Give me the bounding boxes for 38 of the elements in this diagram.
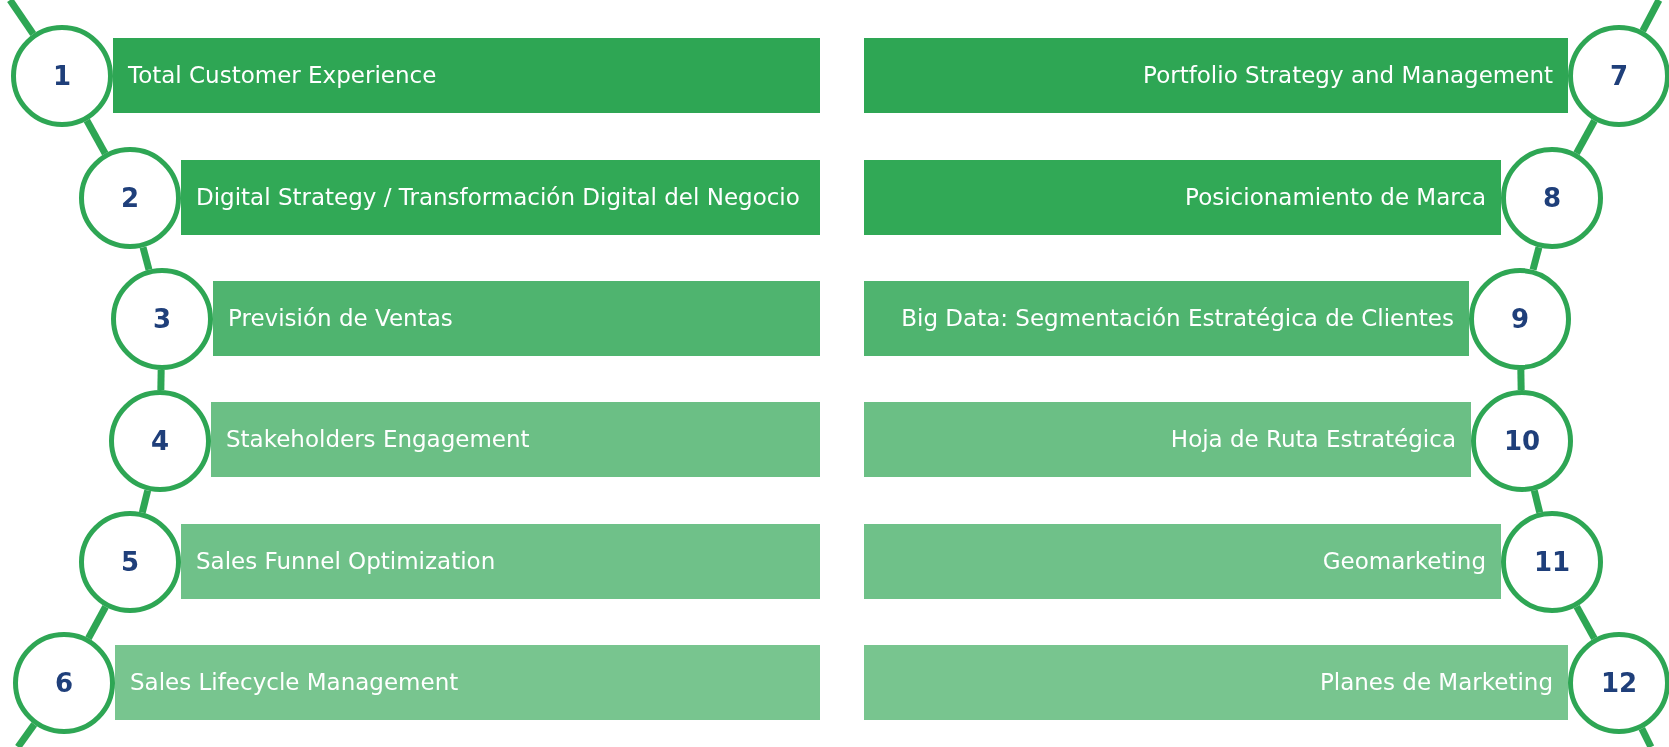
connector-line: [1573, 119, 1598, 155]
connector-line: [1639, 0, 1663, 33]
connector-line: [7, 0, 37, 36]
number-circle: 4: [109, 390, 211, 492]
connector-line: [138, 489, 152, 514]
number-circle: 10: [1471, 390, 1573, 492]
connector-line: [1529, 246, 1543, 271]
connector-line: [15, 722, 38, 747]
topic-bar: Big Data: Segmentación Estratégica de Clientes: [864, 281, 1469, 356]
topic-bar: Planes de Marketing: [864, 645, 1568, 720]
number-circle: 8: [1501, 147, 1603, 249]
number-circle: 6: [13, 632, 115, 734]
number-circle: 1: [11, 25, 113, 127]
number-circle: 2: [79, 147, 181, 249]
number-circle: 7: [1568, 25, 1669, 127]
topic-bar: Stakeholders Engagement: [211, 402, 820, 477]
number-circle: 3: [111, 268, 213, 370]
connector-line: [1530, 489, 1544, 514]
number-circle: 5: [79, 511, 181, 613]
connector-line: [1517, 369, 1525, 391]
topic-bar: Posicionamiento de Marca: [864, 160, 1501, 235]
topic-bar: Geomarketing: [864, 524, 1501, 599]
connector-line: [85, 605, 109, 640]
connector-line: [157, 369, 165, 391]
connector-line: [139, 246, 153, 271]
number-circle: 9: [1469, 268, 1571, 370]
topic-bar: Previsión de Ventas: [213, 281, 820, 356]
topic-bar: Portfolio Strategy and Management: [864, 38, 1568, 113]
topic-bar: Sales Lifecycle Management: [115, 645, 820, 720]
topic-bar: Total Customer Experience: [113, 38, 820, 113]
connector-line: [83, 118, 109, 156]
topic-bar: Sales Funnel Optimization: [181, 524, 820, 599]
number-circle: 11: [1501, 511, 1603, 613]
connector-line: [1573, 604, 1598, 641]
topic-bar: Digital Strategy / Transformación Digital del Negocio: [181, 160, 820, 235]
connector-line: [1638, 727, 1655, 747]
topic-bar: Hoja de Ruta Estratégica: [864, 402, 1471, 477]
number-circle: 12: [1568, 632, 1669, 734]
